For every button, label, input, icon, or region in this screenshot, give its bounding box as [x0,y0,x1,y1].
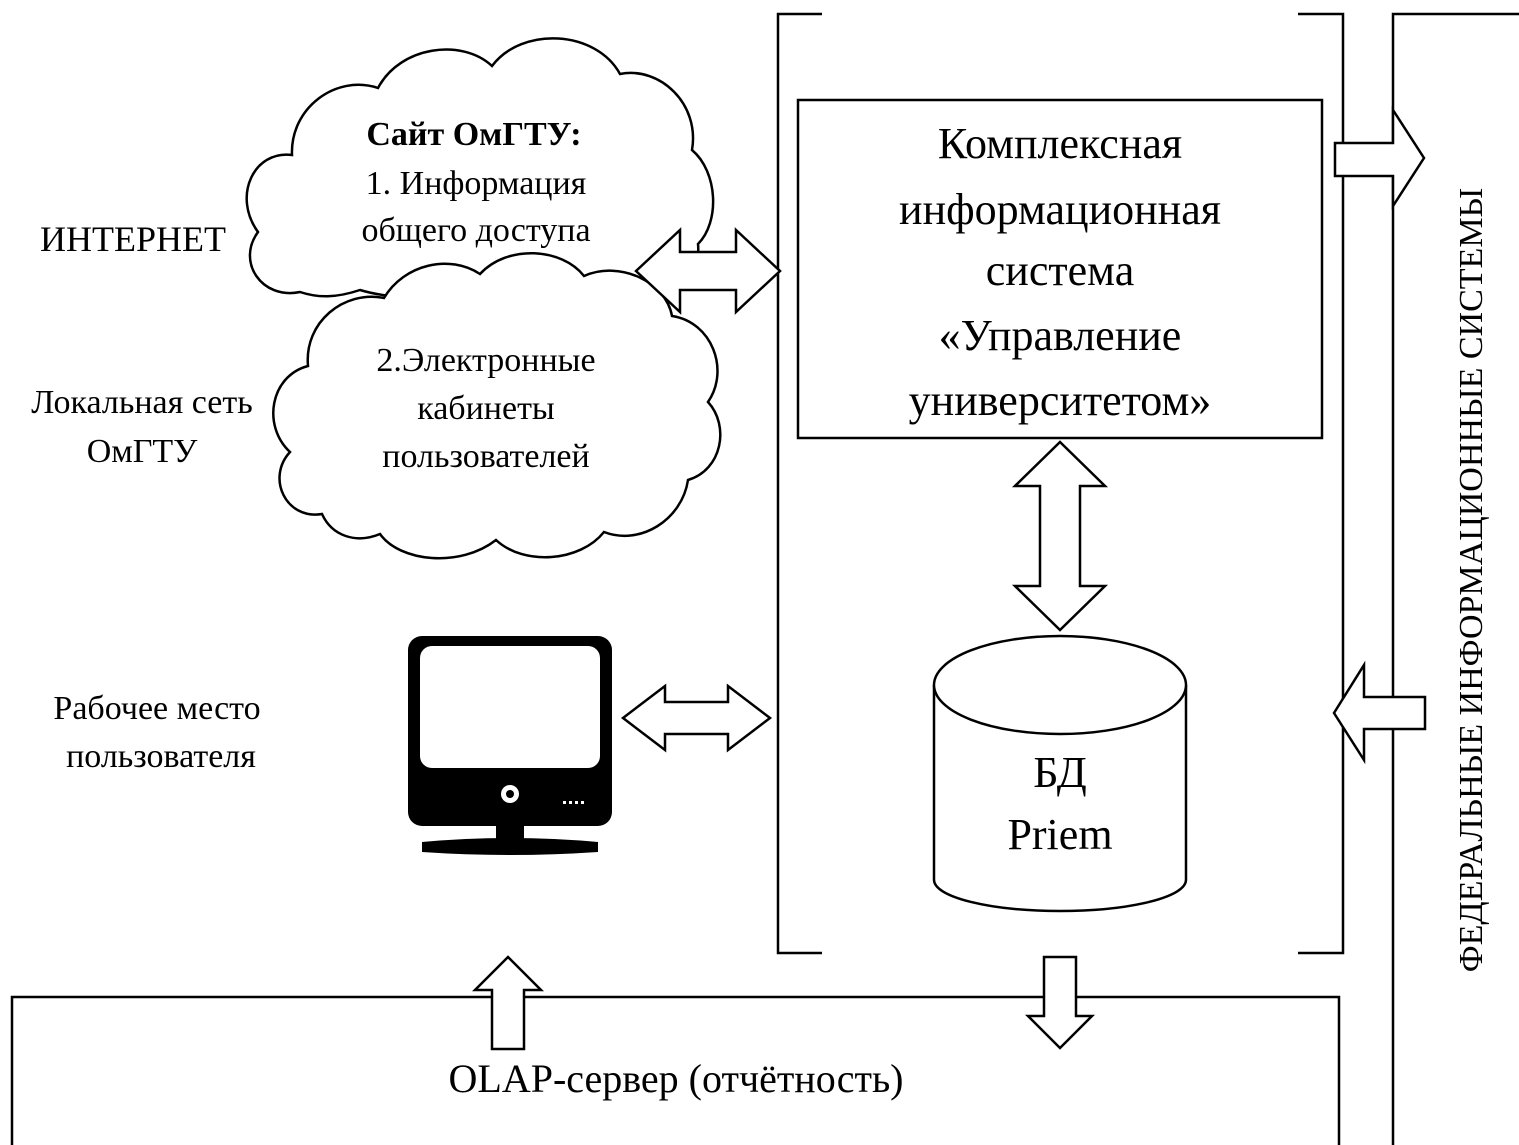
local-net-label-line1: Локальная сеть [31,384,252,421]
database-icon: БД Priem [932,634,1188,913]
olap-panel: OLAP-сервер (отчётность) [10,995,1341,1145]
workstation-label-line2: пользователя [66,738,256,775]
workstation-label-line1: Рабочее место [53,690,260,727]
double-arrow-icon [634,227,782,315]
federal-systems-panel: ФЕДЕРАЛЬНЫЕ ИНФОРМАЦИОННЫЕ СИСТЕМЫ [1391,12,1519,1145]
kis-line3: система [986,246,1134,295]
database-line2: Priem [1007,810,1112,859]
site-cloud-line2: общего доступа [361,212,590,249]
cabinets-cloud: 2.Электронные кабинеты пользователей [272,252,722,560]
cabinets-cloud-line3: пользователей [382,438,589,475]
database-line1: БД [1033,748,1087,797]
kis-line5: университетом» [909,376,1212,425]
central-bracket-container [776,12,1345,955]
cloud-icon [272,252,722,560]
kis-line4: «Управление [939,311,1182,360]
cabinets-cloud-line1: 2.Электронные [376,342,595,379]
site-cloud-title: Сайт ОмГТУ: [366,116,581,153]
kis-line1: Комплексная [938,119,1182,168]
kis-line2: информационная [899,185,1221,234]
site-cloud: Сайт ОмГТУ: 1. Информация общего доступа [245,37,715,300]
arrow-icon [1333,105,1426,211]
monitor-icon [408,636,612,855]
olap-label: OLAP-сервер (отчётность) [449,1056,904,1101]
federal-systems-label: ФЕДЕРАЛЬНЫЕ ИНФОРМАЦИОННЫЕ СИСТЕМЫ [1453,188,1490,972]
site-cloud-line1: 1. Информация [366,165,587,202]
local-net-label-line2: ОмГТУ [87,433,198,470]
cabinets-cloud-line2: кабинеты [417,390,555,427]
double-arrow-icon [620,683,773,753]
arrow-icon [1024,955,1096,1050]
arrow-icon [1332,660,1427,765]
internet-label: ИНТЕРНЕТ [40,219,226,259]
kis-box: Комплексная информационная система «Упра… [796,98,1324,440]
arrow-icon [471,955,545,1051]
double-arrow-icon [1011,440,1109,632]
